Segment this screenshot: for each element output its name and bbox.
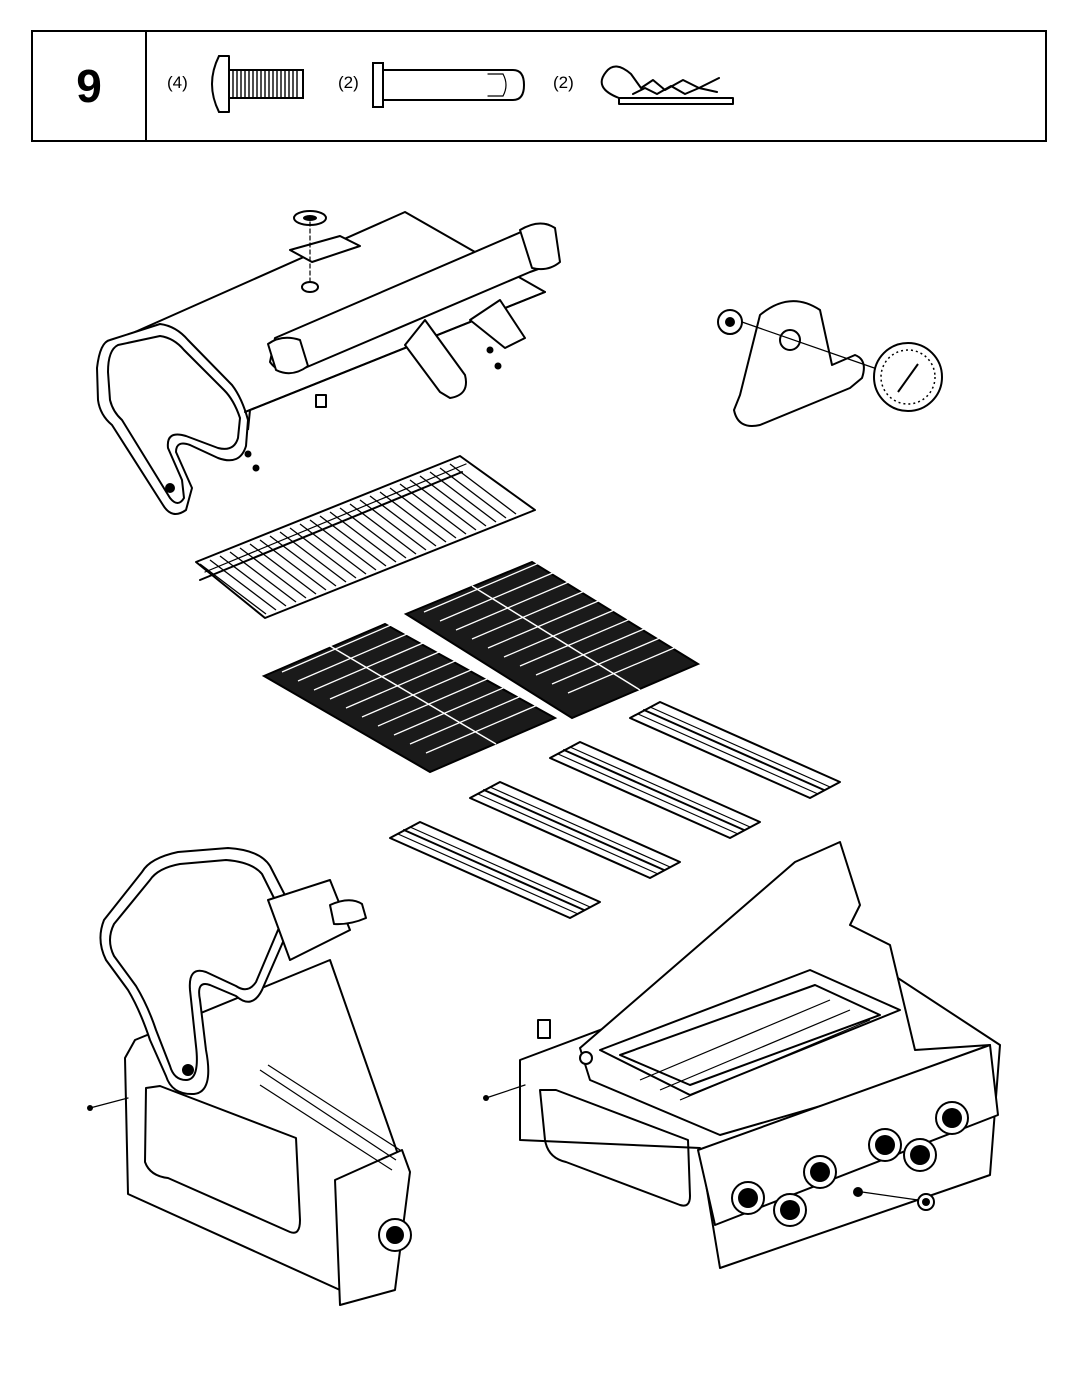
flavorizer-bars bbox=[389, 701, 841, 919]
cooking-grates bbox=[261, 559, 701, 774]
bolt-quantity: (4) bbox=[167, 73, 188, 92]
clip-quantity: (2) bbox=[553, 73, 574, 92]
pin-quantity: (2) bbox=[338, 73, 359, 92]
grill-body bbox=[483, 841, 1001, 1269]
step-header: 9 (4) (2) (2) bbox=[31, 30, 1047, 142]
bolt-icon bbox=[211, 55, 304, 113]
lid-assembly bbox=[96, 210, 561, 515]
pin-icon bbox=[372, 62, 525, 108]
thermometer-assembly bbox=[717, 300, 943, 427]
burner-knob-icon bbox=[731, 1101, 969, 1227]
side-view-grill bbox=[87, 847, 412, 1306]
step-number: 9 bbox=[33, 32, 147, 140]
cotter-clip-icon bbox=[600, 65, 734, 105]
warming-rack bbox=[195, 455, 536, 619]
